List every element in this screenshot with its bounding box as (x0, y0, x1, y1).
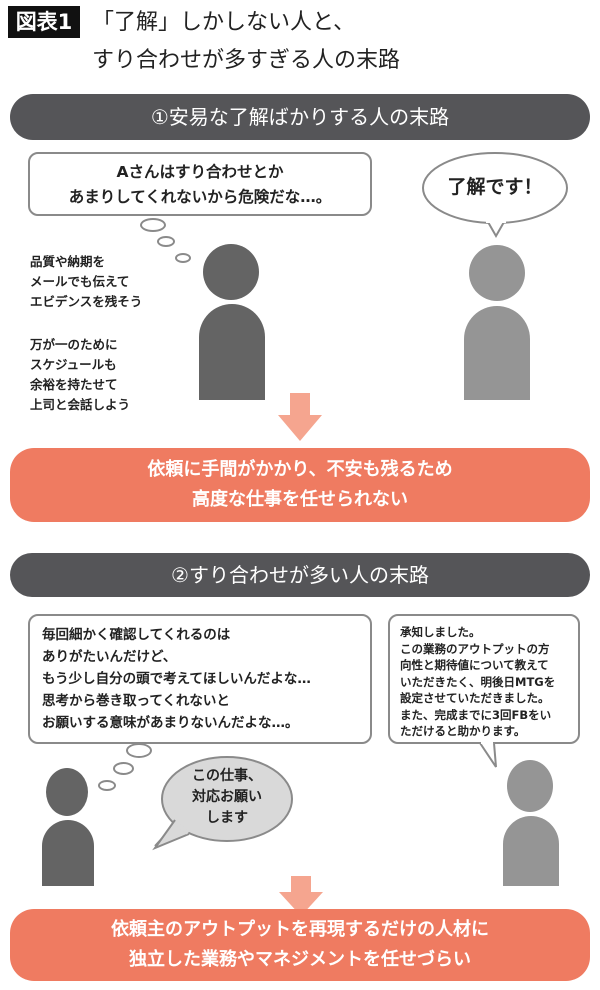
section2-request-bubble-shape (152, 756, 293, 851)
thought-cloud-dot-3 (98, 780, 116, 791)
result-line-2: 高度な仕事を任せられない (192, 489, 408, 510)
person-dark-body (199, 304, 265, 400)
thought-line-2: あまりしてくれないから危険だな…。 (68, 188, 332, 206)
thought-line: お願いする意味があまりないんだよな…。 (42, 715, 299, 731)
section2-result-box: 依頼主のアウトプットを再現するだけの人材に 独立した業務やマネジメントを任せづら… (10, 909, 590, 981)
title-line-1: 「了解」しかしない人と、 (92, 10, 356, 35)
thought-cloud-dot-3 (175, 253, 191, 263)
person-light-body (503, 816, 559, 886)
person-light-body (464, 306, 530, 400)
section1-speech-bubble-shape (422, 152, 568, 239)
section1-down-arrow-icon (278, 393, 322, 441)
thought-line: 思考から巻き取ってくれないと (42, 693, 230, 709)
note-line: 余裕を持たせて (30, 377, 118, 392)
thought-cloud-dot-1 (126, 743, 152, 758)
section1-thought-bubble: Aさんはすり合わせとか あまりしてくれないから危険だな…。 (28, 152, 372, 216)
section2-heading: ②すり合わせが多い人の末路 (10, 553, 590, 597)
thought-line: ありがたいんだけど、 (42, 649, 177, 665)
reply-bubble-tail (479, 740, 497, 768)
request-line: します (206, 810, 248, 826)
section2-down-arrow-icon (279, 876, 323, 916)
note-line: 品質や納期を (30, 254, 106, 269)
reply-line: いただきたく、明後日MTGを (400, 674, 556, 689)
person-dark-head (46, 768, 88, 816)
person-dark-head (203, 244, 259, 300)
title-line-2: すり合わせが多すぎる人の末路 (92, 48, 401, 73)
request-line: 対応お願い (192, 789, 262, 805)
reply-line: 向性と期待値について教えて (400, 658, 549, 672)
figure-badge: 図表1 (8, 6, 80, 38)
section2-request-text: この仕事、 対応お願い します (170, 766, 284, 829)
section2-reply-bubble: 承知しました。 この業務のアウトプットの方 向性と期待値について教えて いただき… (388, 614, 580, 744)
section1-heading: ①安易な了解ばかりする人の末路 (10, 94, 590, 140)
result-line-1: 依頼主のアウトプットを再現するだけの人材に (111, 919, 489, 940)
note-line: スケジュールも (30, 357, 117, 372)
thought-cloud-dot-2 (157, 236, 175, 247)
result-line-1: 依頼に手間がかかり、不安も残るため (147, 459, 453, 480)
section1-speech-text: 了解です！ (447, 176, 543, 198)
person-light-head (507, 760, 553, 812)
note-line: 上司と会話しよう (30, 397, 131, 412)
note-line: 万が一のために (30, 337, 118, 352)
thought-line: 毎回細かく確認してくれるのは (42, 627, 231, 643)
person-dark-body (42, 820, 94, 886)
figure-title: 「了解」しかしない人と、 すり合わせが多すぎる人の末路 (92, 4, 400, 80)
person-light-head (469, 245, 525, 301)
thought-cloud-dot-2 (113, 762, 134, 775)
section1-note-1: 品質や納期を メールでも伝えて エビデンスを残そう (30, 252, 142, 312)
section2-thought-bubble: 毎回細かく確認してくれるのは ありがたいんだけど、 もう少し自分の頭で考えてほし… (28, 614, 372, 744)
note-line: エビデンスを残そう (30, 294, 143, 309)
reply-line: 承知しました。 (400, 625, 481, 639)
reply-line: 設定させていただきました。 (400, 691, 550, 705)
note-line: メールでも伝えて (30, 274, 130, 289)
thought-line-1: Aさんはすり合わせとか (116, 163, 284, 181)
reply-line: また、完成までに3回FBをい (400, 707, 552, 722)
section1-note-2: 万が一のために スケジュールも 余裕を持たせて 上司と会話しよう (30, 335, 130, 415)
section1-result-box: 依頼に手間がかかり、不安も残るため 高度な仕事を任せられない (10, 448, 590, 522)
request-line: この仕事、 (192, 768, 262, 784)
reply-line: この業務のアウトプットの方 (400, 641, 550, 656)
reply-line: ただけると助かります。 (400, 724, 526, 738)
thought-line: もう少し自分の頭で考えてほしいんだよな… (42, 671, 311, 687)
result-line-2: 独立した業務やマネジメントを任せづらい (129, 949, 471, 970)
thought-cloud-dot-1 (140, 218, 166, 232)
